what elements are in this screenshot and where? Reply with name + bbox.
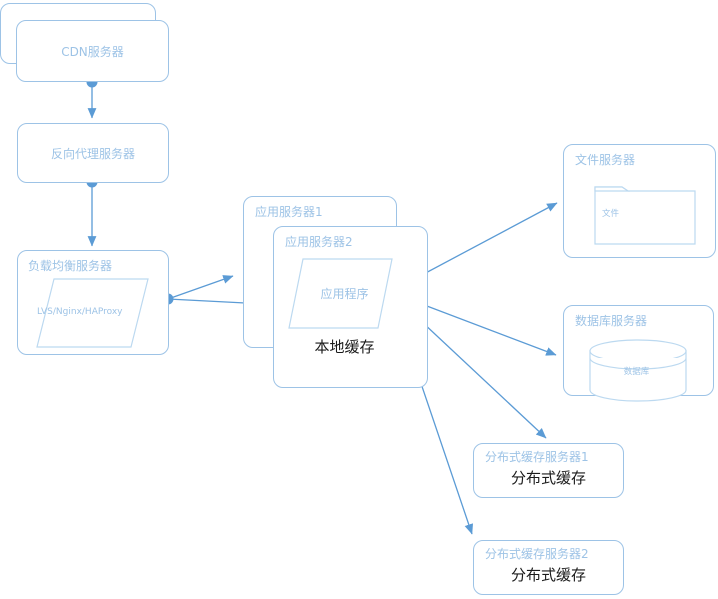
database-cylinder-icon	[589, 339, 687, 402]
edge-load-balancer-to-app-server-1	[167, 275, 234, 300]
load-balancer-server-card[interactable]: 负载均衡服务器 LVS/Nginx/HAProxy	[17, 250, 169, 355]
cache-server-1-card[interactable]: 分布式缓存服务器1 分布式缓存	[473, 443, 624, 498]
load-balancer-server-label: 负载均衡服务器	[28, 259, 113, 273]
cache-server-2-card[interactable]: 分布式缓存服务器2 分布式缓存	[473, 540, 624, 595]
cdn-server-label: CDN服务器	[61, 45, 124, 59]
cache-server-2-inner-label: 分布式缓存	[510, 566, 586, 584]
app-program-label: 应用程序	[320, 287, 369, 301]
file-server-card[interactable]: 文件服务器 文件	[563, 144, 716, 258]
app-server-2-card[interactable]: 应用服务器2 应用程序 本地缓存	[273, 226, 428, 388]
app-program-inner-shape	[288, 258, 393, 329]
folder-icon	[594, 186, 696, 245]
cache-server-2-label: 分布式缓存服务器2	[485, 547, 589, 561]
database-server-card[interactable]: 数据库服务器 数据库	[563, 305, 714, 402]
database-inner-label: 数据库	[623, 367, 650, 377]
reverse-proxy-server-label: 反向代理服务器	[50, 147, 135, 161]
database-server-label: 数据库服务器	[575, 314, 648, 328]
cache-server-1-label: 分布式缓存服务器1	[485, 450, 589, 464]
app-server-2-label: 应用服务器2	[285, 235, 353, 249]
load-balancer-inner-label: LVS/Nginx/HAProxy	[37, 307, 123, 317]
file-server-label: 文件服务器	[575, 153, 636, 167]
app-server-1-label: 应用服务器1	[255, 205, 323, 219]
file-inner-label: 文件	[602, 209, 620, 219]
cache-server-1-inner-label: 分布式缓存	[510, 469, 586, 487]
local-cache-label: 本地缓存	[314, 338, 375, 356]
reverse-proxy-server-card[interactable]: 反向代理服务器	[17, 123, 169, 183]
cdn-server-card[interactable]: CDN服务器	[16, 20, 169, 82]
load-balancer-inner-shape	[36, 278, 149, 348]
